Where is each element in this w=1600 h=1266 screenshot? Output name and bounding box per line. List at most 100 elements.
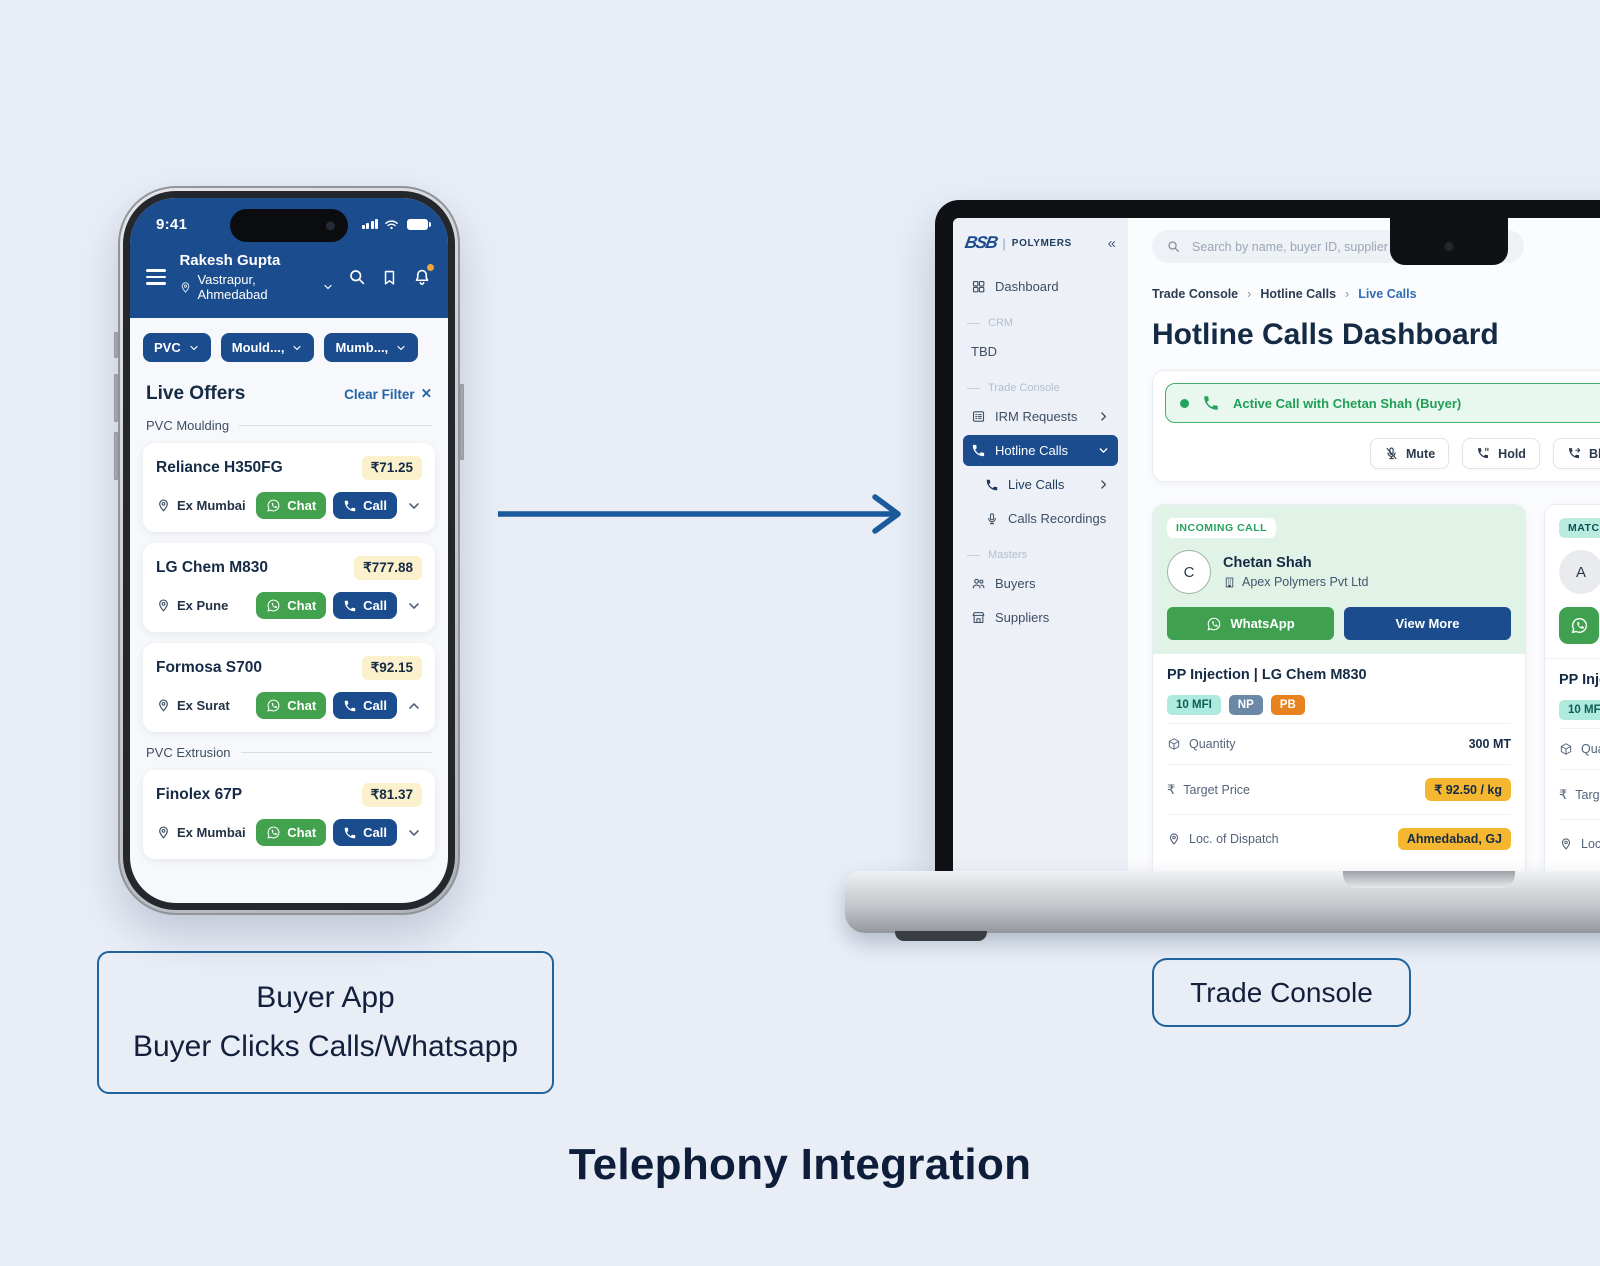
location-pin-icon bbox=[156, 598, 171, 613]
notifications-bell-icon[interactable] bbox=[412, 264, 434, 287]
target-price-badge: ₹ 92.50 / kg bbox=[1425, 778, 1511, 801]
live-dot bbox=[1180, 398, 1189, 408]
whatsapp-icon bbox=[1570, 616, 1589, 635]
location-pin-icon bbox=[1559, 837, 1573, 851]
active-call-banner: Active Call with Chetan Shah (Buyer) bbox=[1165, 383, 1600, 423]
offer-card: LG Chem M830 ₹777.88 Ex Pune Chat Call bbox=[143, 543, 435, 632]
breadcrumb-trade-console[interactable]: Trade Console bbox=[1152, 287, 1239, 301]
brand-name: POLYMERS bbox=[1011, 237, 1072, 249]
dispatch-badge: Ahmedabad, GJ bbox=[1397, 828, 1511, 850]
whatsapp-icon-button[interactable] bbox=[1559, 607, 1599, 644]
location-pin-icon bbox=[156, 698, 171, 713]
phone-forward-icon bbox=[1567, 446, 1582, 461]
sidebar-item-hotline-calls[interactable]: Hotline Calls bbox=[963, 435, 1118, 466]
filter-chip-city[interactable]: Mumb..., bbox=[324, 333, 419, 362]
phone-screen: 9:41 Rakesh Gupta Vastrapur, Ahmedabad bbox=[130, 198, 448, 903]
chevron-up-icon[interactable] bbox=[406, 698, 422, 714]
chevron-down-icon[interactable] bbox=[406, 825, 422, 841]
phone-icon bbox=[985, 478, 999, 492]
console-main: Trade Console › Hotline Calls › Live Cal… bbox=[1128, 218, 1600, 876]
call-button[interactable]: Call bbox=[333, 592, 397, 619]
tag-np: NP bbox=[1228, 695, 1263, 715]
active-call-text: Active Call with Chetan Shah (Buyer) bbox=[1233, 395, 1462, 411]
menu-icon[interactable] bbox=[146, 269, 167, 285]
offer-card: Formosa S700 ₹92.15 Ex Surat Chat Call bbox=[143, 643, 435, 732]
sidebar-item-dashboard[interactable]: Dashboard bbox=[963, 271, 1118, 302]
location-pin-icon bbox=[179, 281, 192, 294]
price-badge: ₹92.15 bbox=[361, 656, 422, 680]
call-button[interactable]: Call bbox=[333, 819, 397, 846]
phone-volume-up-button bbox=[114, 374, 118, 422]
phone-mute-switch bbox=[114, 332, 118, 358]
active-call-card: Active Call with Chetan Shah (Buyer) Mut… bbox=[1152, 370, 1600, 482]
user-location-block[interactable]: Rakesh Gupta Vastrapur, Ahmedabad bbox=[179, 252, 334, 302]
location-pin-icon bbox=[156, 825, 171, 840]
box-icon bbox=[1559, 742, 1573, 756]
signal-icon bbox=[361, 219, 378, 229]
sidebar-item-calls-recordings[interactable]: Calls Recordings bbox=[977, 503, 1118, 534]
buyer-app-label-line1: Buyer App bbox=[256, 981, 395, 1014]
user-location: Vastrapur, Ahmedabad bbox=[197, 272, 268, 302]
sidebar-item-buyers[interactable]: Buyers bbox=[963, 568, 1118, 599]
brand-logo: BSB bbox=[963, 233, 999, 252]
deal-row-quantity: Quantity 300 MT bbox=[1167, 723, 1511, 764]
sidebar: BSB | POLYMERS « Dashboard CRM TBD Trade… bbox=[953, 218, 1128, 876]
blind-transfer-button[interactable]: Blind transfer bbox=[1552, 438, 1600, 469]
product-name: Formosa S700 bbox=[156, 659, 262, 676]
store-icon bbox=[971, 610, 986, 625]
chevron-down-icon[interactable] bbox=[322, 281, 334, 293]
phone-volume-down-button bbox=[114, 432, 118, 480]
status-icons bbox=[361, 216, 431, 233]
laptop-base bbox=[845, 871, 1600, 941]
location-pin-icon bbox=[156, 498, 171, 513]
avatar: C bbox=[1167, 550, 1211, 594]
laptop-device: BSB | POLYMERS « Dashboard CRM TBD Trade… bbox=[935, 200, 1600, 876]
clear-filter-button[interactable]: Clear Filter ✕ bbox=[344, 386, 432, 402]
laptop-foot bbox=[895, 931, 987, 941]
product-name: Finolex 67P bbox=[156, 786, 243, 803]
chat-button[interactable]: Chat bbox=[256, 592, 327, 619]
sidebar-collapse-icon[interactable]: « bbox=[1107, 234, 1116, 252]
chat-button[interactable]: Chat bbox=[256, 492, 327, 519]
breadcrumb-hotline-calls[interactable]: Hotline Calls bbox=[1260, 287, 1337, 301]
deal-row-target-price: ₹ Target Price ₹ 92.50 / kg bbox=[1559, 769, 1600, 819]
sidebar-item-irm-requests[interactable]: IRM Requests bbox=[963, 401, 1118, 432]
sidebar-item-tbd[interactable]: TBD bbox=[971, 344, 997, 359]
mute-button[interactable]: Mute bbox=[1370, 438, 1450, 469]
phone-hold-icon bbox=[1476, 446, 1491, 461]
laptop-lid-notch bbox=[1343, 871, 1515, 888]
chat-button[interactable]: Chat bbox=[256, 692, 327, 719]
product-name: LG Chem M830 bbox=[156, 559, 268, 576]
hold-button[interactable]: Hold bbox=[1462, 438, 1540, 469]
avatar: A bbox=[1559, 550, 1600, 594]
microphone-icon bbox=[985, 512, 999, 526]
sidebar-section-crm: CRM bbox=[967, 317, 1114, 329]
notification-dot bbox=[427, 264, 434, 271]
chevron-down-icon[interactable] bbox=[406, 498, 422, 514]
bookmark-icon[interactable] bbox=[380, 268, 399, 287]
section-pvc-moulding: PVC Moulding bbox=[146, 418, 432, 433]
filter-chip-category[interactable]: PVC bbox=[143, 333, 211, 362]
price-badge: ₹71.25 bbox=[361, 456, 422, 480]
box-icon bbox=[1167, 737, 1181, 751]
search-icon[interactable] bbox=[347, 267, 367, 287]
laptop-camera-notch bbox=[1390, 218, 1508, 265]
battery-icon bbox=[407, 218, 431, 230]
sidebar-item-suppliers[interactable]: Suppliers bbox=[963, 602, 1118, 633]
chevron-down-icon[interactable] bbox=[406, 598, 422, 614]
incoming-call-badge: INCOMING CALL bbox=[1167, 518, 1277, 538]
deal-row-dispatch: Loc. of Dispatch Ahmedabad, GJ bbox=[1167, 814, 1511, 863]
sidebar-item-live-calls[interactable]: Live Calls bbox=[977, 469, 1118, 500]
filter-chip-grade[interactable]: Mould..., bbox=[220, 333, 315, 362]
section-pvc-extrusion: PVC Extrusion bbox=[146, 745, 432, 760]
tag-mfi: 10 MFI bbox=[1167, 695, 1221, 715]
call-button[interactable]: Call bbox=[333, 492, 397, 519]
caller-company: Apex Polymers Pvt Ltd bbox=[1242, 575, 1369, 589]
breadcrumb-live-calls[interactable]: Live Calls bbox=[1358, 287, 1417, 301]
call-button[interactable]: Call bbox=[333, 692, 397, 719]
whatsapp-button[interactable]: WhatsApp bbox=[1167, 607, 1334, 640]
chat-button[interactable]: Chat bbox=[256, 819, 327, 846]
phone-icon bbox=[971, 443, 986, 458]
flow-arrow bbox=[498, 494, 901, 534]
view-more-button[interactable]: View More bbox=[1344, 607, 1511, 640]
